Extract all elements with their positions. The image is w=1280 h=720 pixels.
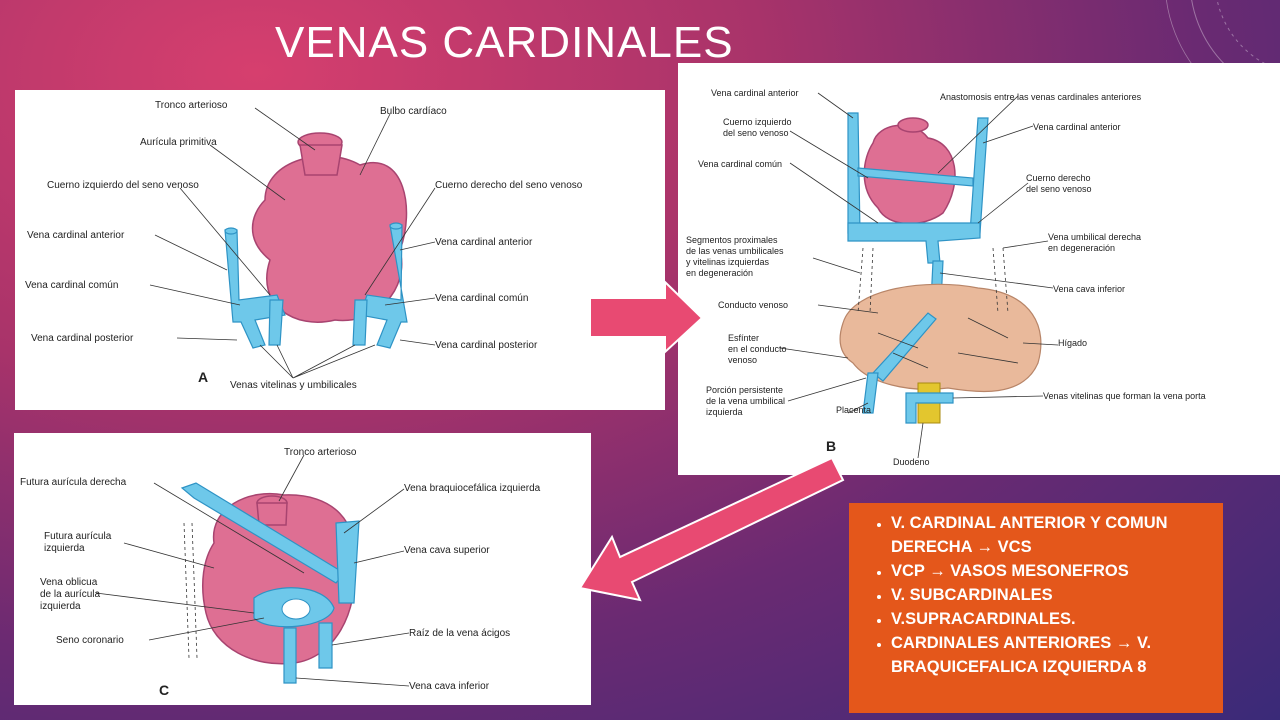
summary-item: VCP → VASOS MESONEFROS	[891, 559, 1213, 583]
label-b-cuerno-der-1: Cuerno derecho	[1026, 173, 1091, 183]
label-b-vitelinas-porta: Venas vitelinas que forman la vena porta	[1043, 391, 1206, 401]
label-vena-cardinal-anterior-der: Vena cardinal anterior	[435, 237, 533, 248]
label-c-oblicua-1: Vena oblicua	[40, 577, 98, 588]
vena-cardinal-der	[359, 224, 408, 349]
label-c-vcs: Vena cava superior	[404, 545, 490, 556]
label-b-umb-der-2: en degeneración	[1048, 243, 1115, 253]
label-c-futura-izq-1: Futura aurícula	[44, 531, 112, 542]
label-b-umb-der-1: Vena umbilical derecha	[1048, 232, 1141, 242]
summary-list: V. CARDINAL ANTERIOR Y COMUN DERECHA → V…	[869, 511, 1213, 679]
label-venas-vitelinas: Venas vitelinas y umbilicales	[230, 380, 357, 391]
diagram-b: Vena cardinal anterior Anastomosis entre…	[686, 88, 1206, 467]
seno-venoso-b	[847, 222, 981, 264]
label-b-esf-2: en el conducto	[728, 344, 787, 354]
diagram-panel-c: Tronco arterioso Futura aurícula derecha…	[14, 433, 591, 705]
vena-cardinal-izq	[224, 229, 286, 349]
tronco-arterioso-shape	[299, 144, 343, 176]
summary-box: V. CARDINAL ANTERIOR Y COMUN DERECHA → V…	[849, 503, 1223, 713]
label-b-seg-4: en degeneración	[686, 268, 753, 278]
label-b-vca-izq: Vena cardinal anterior	[711, 88, 799, 98]
summary-item: CARDINALES ANTERIORES → V. BRAQUICEFALIC…	[891, 631, 1213, 679]
label-tronco-arterioso: Tronco arterioso	[155, 100, 228, 111]
label-vena-cardinal-posterior-izq: Vena cardinal posterior	[31, 333, 134, 344]
label-b-esf-1: Esfínter	[728, 333, 759, 343]
label-b-esf-3: venoso	[728, 355, 757, 365]
label-c-oblicua-2: de la aurícula	[40, 589, 100, 600]
anastomosis-b	[857, 167, 974, 187]
label-b-anastomosis: Anastomosis entre las venas cardinales a…	[940, 92, 1142, 102]
vitelinas-porta-b	[905, 392, 954, 424]
heart-shape	[251, 155, 408, 323]
panel-letter-b: B	[826, 438, 836, 454]
label-b-cuerno-izq-2: del seno venoso	[723, 128, 789, 138]
arrow-down-left	[578, 456, 845, 602]
label-b-seg-2: de las venas umbilicales	[686, 246, 784, 256]
label-b-seg-1: Segmentos proximales	[686, 235, 778, 245]
label-c-cava-inf: Vena cava inferior	[409, 681, 490, 692]
panel-letter-a: A	[198, 369, 208, 385]
label-c-seno-coronario: Seno coronario	[56, 635, 124, 646]
label-cuerno-izquierdo: Cuerno izquierdo del seno venoso	[47, 180, 199, 191]
label-vena-cardinal-comun-der: Vena cardinal común	[435, 293, 528, 304]
conducto-venoso	[872, 312, 937, 382]
slide-title: VENAS CARDINALES	[275, 18, 734, 67]
label-vena-cardinal-posterior-der: Vena cardinal posterior	[435, 340, 538, 351]
label-b-porcion-2: de la vena umbilical	[706, 396, 785, 406]
vena-umbilical-izquierda	[862, 372, 879, 414]
label-b-cuerno-der-2: del seno venoso	[1026, 184, 1092, 194]
label-b-porcion-1: Porción persistente	[706, 385, 783, 395]
summary-item: V. CARDINAL ANTERIOR Y COMUN DERECHA → V…	[891, 511, 1213, 559]
label-vena-cardinal-anterior-izq: Vena cardinal anterior	[27, 230, 125, 241]
summary-item: V. SUBCARDINALES	[891, 583, 1213, 607]
label-vena-cardinal-comun-izq: Vena cardinal común	[25, 280, 118, 291]
vena-cardinal-anterior-b-der	[969, 117, 989, 234]
vena-cava-inferior-c	[283, 627, 297, 684]
label-b-porcion-3: izquierda	[706, 407, 743, 417]
label-b-duodeno: Duodeno	[893, 457, 930, 467]
label-b-conducto: Conducto venoso	[718, 300, 788, 310]
label-b-vcc: Vena cardinal común	[698, 159, 782, 169]
label-cuerno-derecho: Cuerno derecho del seno venoso	[435, 180, 583, 191]
diagram-panel-a: Tronco arterioso Bulbo cardíaco Aurícula…	[15, 90, 665, 410]
label-b-vca-der: Vena cardinal anterior	[1033, 122, 1121, 132]
label-c-azigos: Raíz de la vena ácigos	[409, 628, 510, 639]
summary-item: V.SUPRACARDINALES.	[891, 607, 1213, 631]
panel-letter-c: C	[159, 682, 169, 698]
label-b-cava-inf: Vena cava inferior	[1053, 284, 1125, 294]
raiz-azigos-c	[318, 622, 333, 669]
label-c-oblicua-3: izquierda	[40, 601, 81, 612]
label-b-cuerno-izq-1: Cuerno izquierdo	[723, 117, 792, 127]
label-b-seg-3: y vitelinas izquierdas	[686, 257, 770, 267]
label-c-braquio: Vena braquiocefálica izquierda	[404, 483, 541, 494]
label-b-higado: Hígado	[1058, 338, 1087, 348]
vena-cava-superior-c	[335, 520, 360, 604]
label-auricula-primitiva: Aurícula primitiva	[140, 137, 217, 148]
diagram-c: Tronco arterioso Futura aurícula derecha…	[20, 447, 541, 698]
label-c-futura-izq-2: izquierda	[44, 543, 85, 554]
diagram-a: Tronco arterioso Bulbo cardíaco Aurícula…	[25, 100, 583, 391]
label-bulbo-cardiaco: Bulbo cardíaco	[380, 106, 447, 117]
label-b-placenta: Placenta	[836, 405, 871, 415]
tronco-arterioso-c	[256, 502, 288, 526]
label-c-tronco: Tronco arterioso	[284, 447, 357, 458]
label-c-futura-der: Futura aurícula derecha	[20, 477, 127, 488]
diagram-panel-b: Vena cardinal anterior Anastomosis entre…	[678, 63, 1280, 475]
